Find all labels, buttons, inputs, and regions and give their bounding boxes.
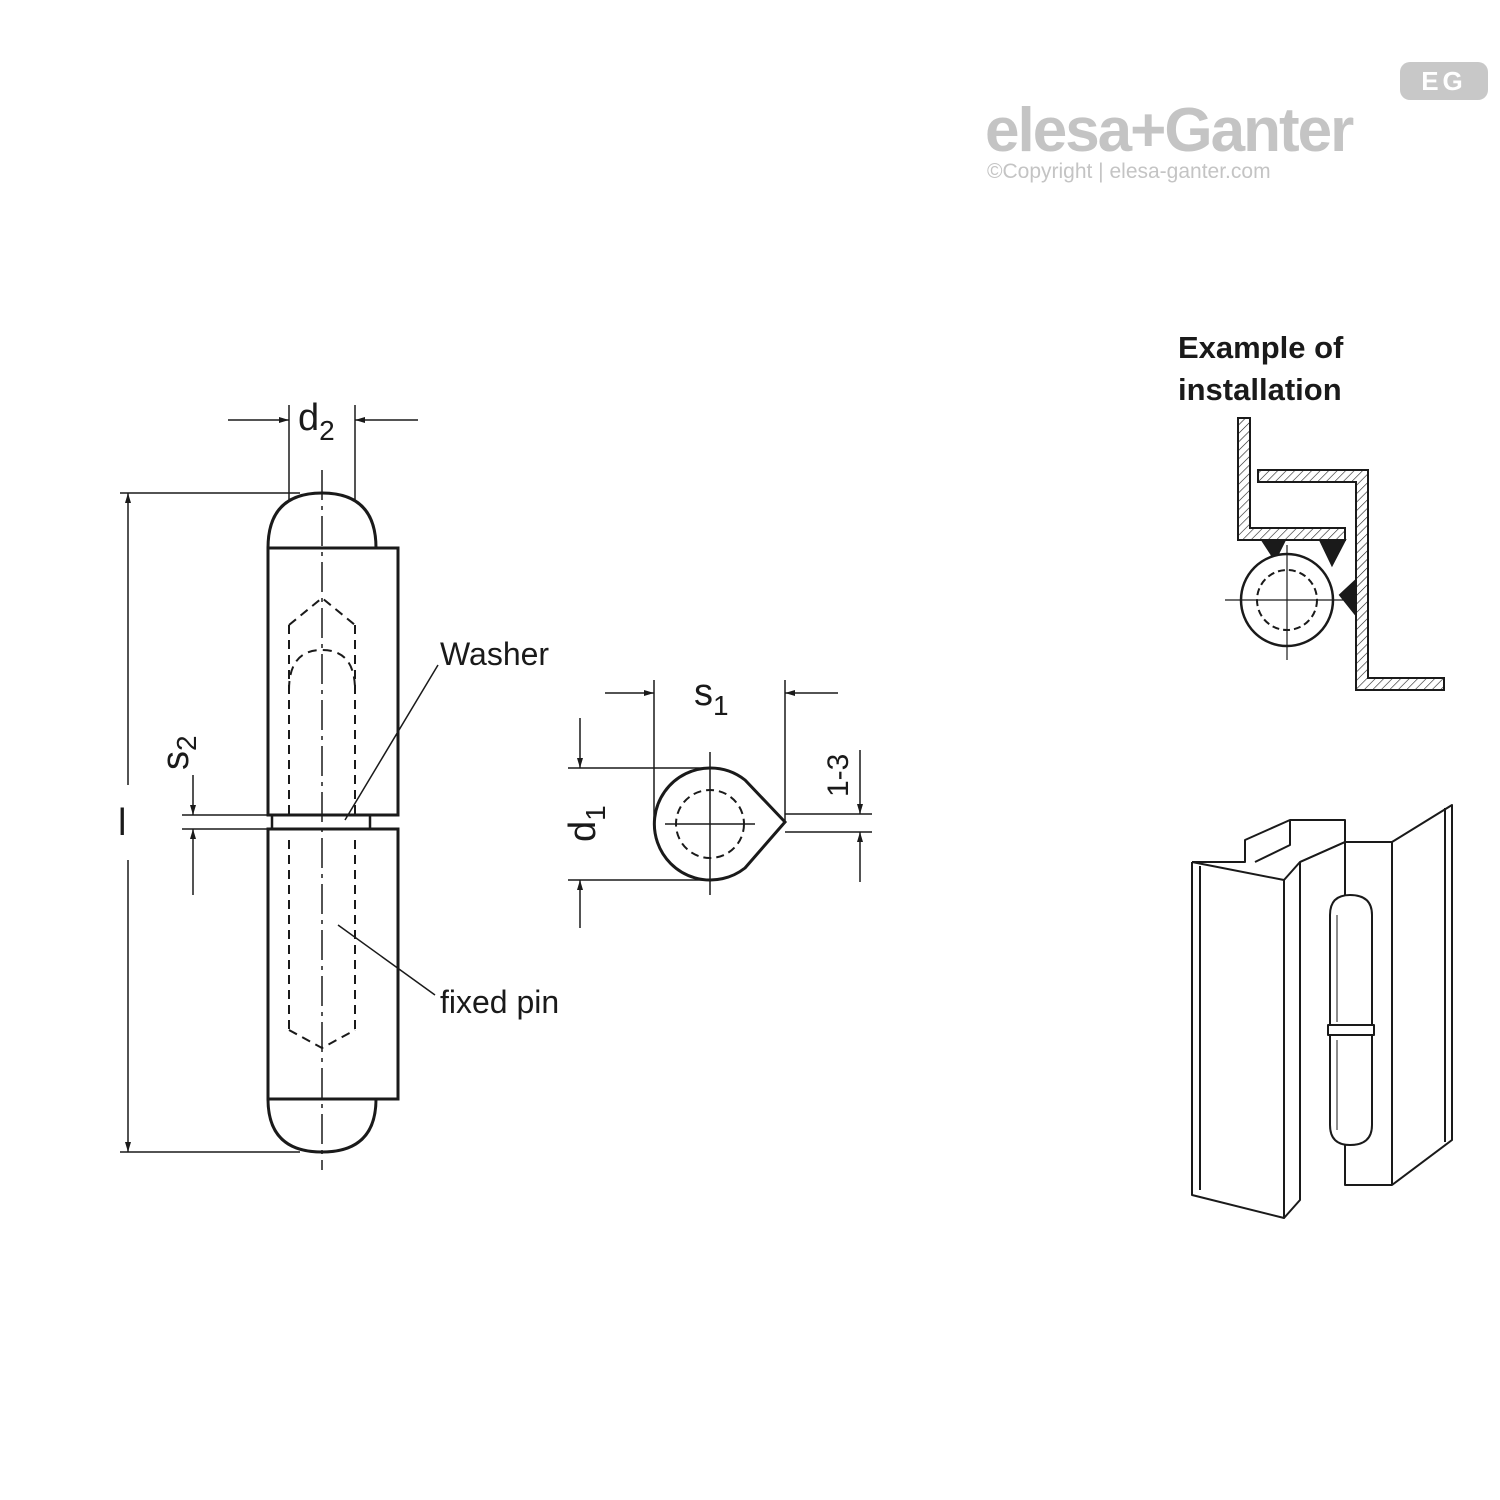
- label-washer: Washer: [440, 636, 549, 672]
- label-l: l: [118, 802, 126, 844]
- install-3d-drawing: [1191, 804, 1453, 1219]
- dimension-s1: [605, 680, 838, 824]
- brand-name: elesa+Ganter: [985, 96, 1354, 165]
- label-s2: s2: [155, 735, 202, 770]
- dimension-l: [120, 492, 300, 1153]
- fixed-pin-leader: [337, 924, 436, 996]
- dimension-d2: [228, 405, 418, 500]
- label-s1: s1: [694, 672, 729, 721]
- install-title-line1: Example of: [1178, 330, 1344, 365]
- label-gap: 1-3: [822, 754, 855, 797]
- label-d1: d1: [562, 805, 611, 842]
- dimension-d1: [568, 718, 712, 928]
- washer-leader: [344, 664, 439, 821]
- brand-copyright: ©Copyright | elesa-ganter.com: [987, 160, 1271, 183]
- hinge-cross-section: [652, 752, 788, 895]
- dimension-gap: [785, 750, 872, 882]
- dimension-s2: [182, 775, 272, 895]
- label-fixed-pin: fixed pin: [440, 984, 559, 1020]
- hinge-side-view: [266, 491, 400, 1154]
- label-d2: d2: [298, 397, 335, 446]
- brand-badge: EG: [1400, 62, 1488, 100]
- brand-logo: EG elesa+Ganter ©Copyright | elesa-gante…: [985, 60, 1495, 200]
- install-title-line2: installation: [1178, 372, 1342, 407]
- install-section-drawing: [1225, 417, 1445, 691]
